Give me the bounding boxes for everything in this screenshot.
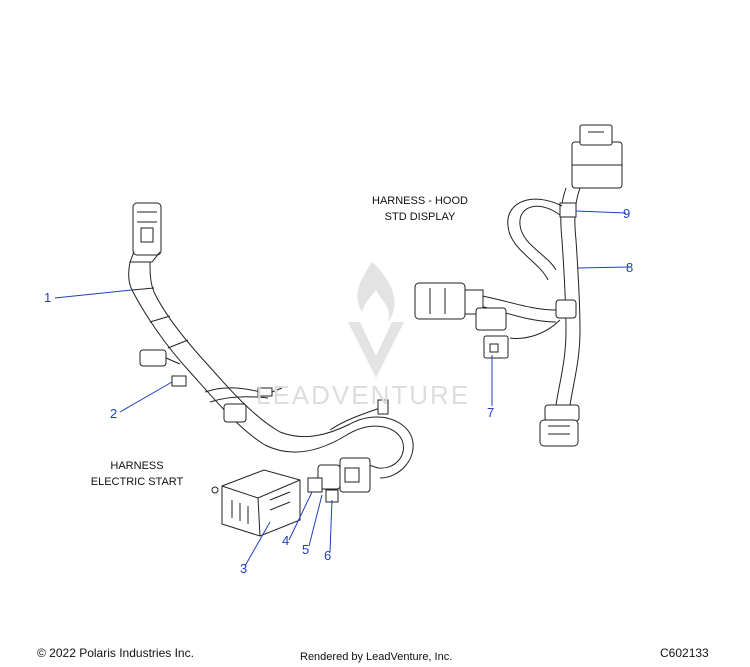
watermark-text: LEADVENTURE [256,380,471,410]
callout-1[interactable]: 1 [44,290,52,305]
diagram-code: C602133 [660,646,709,660]
leader-lines [54,210,629,567]
copyright-text: © 2022 Polaris Industries Inc. [37,646,194,660]
hood-caption-line2: STD DISPLAY [384,211,456,223]
callout-7[interactable]: 7 [487,405,495,420]
callout-4[interactable]: 4 [282,533,290,548]
callout-3[interactable]: 3 [240,561,248,576]
start-caption-line2: ELECTRIC START [90,476,184,488]
start-caption-line1: HARNESS [110,460,164,472]
callout-8[interactable]: 8 [626,260,634,275]
watermark-logo [348,262,404,378]
harness-hood [414,124,623,447]
rendered-by-text: Rendered by LeadVenture, Inc. [300,651,453,663]
callout-2[interactable]: 2 [110,406,118,421]
callout-9[interactable]: 9 [623,206,631,221]
callout-5[interactable]: 5 [302,542,310,557]
harness-electric-start [128,202,414,537]
callout-6[interactable]: 6 [324,548,332,563]
hood-caption-line1: HARNESS - HOOD [372,195,468,207]
